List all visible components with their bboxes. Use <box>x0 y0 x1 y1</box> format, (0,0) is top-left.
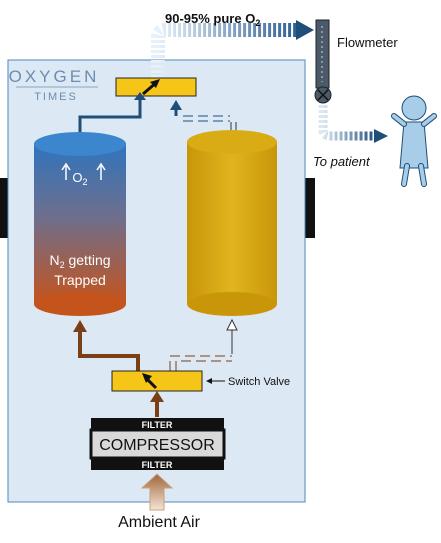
left-cylinder-supply-pipe <box>78 328 140 371</box>
right-cylinder-idle-arrow <box>226 318 238 331</box>
purity-label: 90-95% pure O2 <box>165 11 260 28</box>
left-side-handle <box>0 178 8 238</box>
right-sieve-cylinder <box>187 130 277 316</box>
right-side-handle <box>305 178 315 238</box>
compressor-body <box>89 428 226 460</box>
flowmeter-label: Flowmeter <box>337 35 398 50</box>
patient-pipe <box>318 105 376 141</box>
patient-figure <box>391 95 437 187</box>
patient-pipe-arrowhead <box>374 129 388 143</box>
left-cylinder-output-pipe <box>78 96 142 132</box>
top-valve-inlet-arrow <box>170 100 182 110</box>
filter-bottom <box>91 458 224 470</box>
to-patient-label: To patient <box>313 154 371 169</box>
filter-bottom-label: FILTER <box>142 460 173 470</box>
left-cylinder-o2-label: O2 <box>72 170 87 187</box>
compressor-label: COMPRESSOR <box>99 437 215 454</box>
output-pipe-arrowhead <box>296 20 314 40</box>
output-pipe <box>151 23 300 78</box>
o2-up-arrow-left <box>61 162 71 180</box>
left-cylinder-n2-line2: Trapped <box>54 272 106 288</box>
left-cylinder-n2-line1: N2 getting <box>49 252 110 270</box>
o2-up-arrow-right <box>96 162 106 180</box>
right-cylinder-idle-supply <box>169 355 232 371</box>
switch-valve <box>111 370 203 392</box>
filter-top <box>91 418 224 430</box>
left-sieve-cylinder <box>34 132 126 316</box>
brand-line2: TIMES <box>34 91 78 103</box>
ambient-air-label: Ambient Air <box>118 514 200 531</box>
filter-top-label: FILTER <box>142 420 173 430</box>
ambient-air-arrow <box>140 473 174 511</box>
switch-valve-label: Switch Valve <box>228 376 290 388</box>
brand-line1: OXYGEN <box>9 67 100 86</box>
